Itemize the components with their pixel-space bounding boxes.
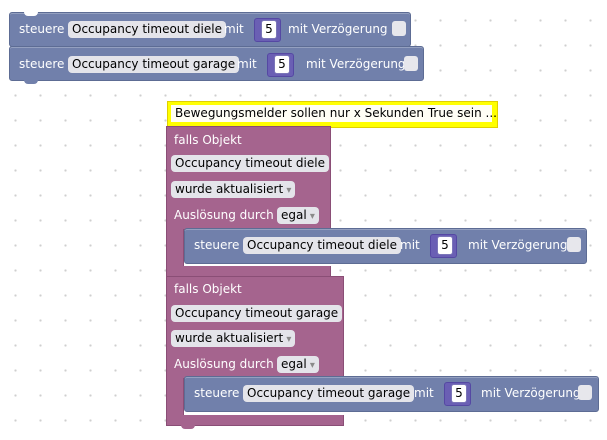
value-field[interactable]: 5 — [261, 20, 277, 39]
number-socket: 5 — [254, 18, 281, 42]
delay-checkbox[interactable] — [567, 237, 581, 252]
delay-label: mit Verzögerung — [288, 22, 388, 36]
mit-label: mit — [224, 22, 244, 36]
mit-label: mit — [400, 238, 420, 252]
delay-checkbox[interactable] — [404, 56, 418, 71]
target-object-field[interactable]: Occupancy timeout diele — [243, 237, 401, 254]
value-field[interactable]: 5 — [451, 384, 467, 403]
condition-dropdown[interactable]: wurde aktualisiert — [171, 330, 296, 347]
event-block-diele[interactable]: falls Objekt Occupancy timeout diele wur… — [166, 126, 331, 277]
delay-label: mit Verzögerung — [481, 386, 581, 400]
object-field[interactable]: Occupancy timeout garage — [171, 305, 343, 322]
steuere-block-diele[interactable]: steuere Occupancy timeout diele mit 5 mi… — [9, 12, 411, 47]
target-object-field[interactable]: Occupancy timeout garage — [68, 56, 240, 73]
block-tab — [24, 80, 38, 84]
event-header-label: falls Objekt — [174, 133, 242, 147]
delay-checkbox[interactable] — [392, 21, 406, 36]
delay-label: mit Verzögerung — [468, 238, 568, 252]
steuere-label: steuere — [19, 57, 65, 71]
trigger-dropdown[interactable]: egal — [277, 207, 319, 224]
target-object-field[interactable]: Occupancy timeout diele — [68, 21, 226, 38]
delay-label: mit Verzögerung — [306, 57, 406, 71]
trigger-label: Auslösung durch — [174, 357, 274, 371]
number-socket: 5 — [444, 382, 471, 406]
delay-checkbox[interactable] — [578, 385, 592, 400]
trigger-dropdown[interactable]: egal — [277, 356, 319, 373]
event-header-label: falls Objekt — [174, 282, 242, 296]
block-tab — [181, 425, 195, 429]
inner-steuere-block-garage[interactable]: steuere Occupancy timeout garage mit 5 m… — [184, 376, 599, 412]
mit-label: mit — [414, 386, 434, 400]
number-socket: 5 — [267, 53, 294, 77]
steuere-label: steuere — [194, 386, 240, 400]
object-field[interactable]: Occupancy timeout diele — [171, 155, 329, 172]
target-object-field[interactable]: Occupancy timeout garage — [243, 385, 415, 402]
comment-block[interactable]: Bewegungsmelder sollen nur x Sekunden Tr… — [167, 101, 498, 128]
value-field[interactable]: 5 — [437, 236, 453, 255]
number-socket: 5 — [430, 234, 457, 258]
inner-steuere-block-diele[interactable]: steuere Occupancy timeout diele mit 5 mi… — [184, 228, 587, 264]
block-notch — [24, 12, 38, 16]
steuere-block-garage[interactable]: steuere Occupancy timeout garage mit 5 m… — [9, 46, 424, 84]
mit-label: mit — [237, 57, 257, 71]
steuere-label: steuere — [194, 238, 240, 252]
trigger-label: Auslösung durch — [174, 208, 274, 222]
comment-text[interactable]: Bewegungsmelder sollen nur x Sekunden Tr… — [171, 105, 497, 122]
steuere-label: steuere — [19, 22, 65, 36]
value-field[interactable]: 5 — [274, 55, 290, 74]
condition-dropdown[interactable]: wurde aktualisiert — [171, 181, 296, 198]
